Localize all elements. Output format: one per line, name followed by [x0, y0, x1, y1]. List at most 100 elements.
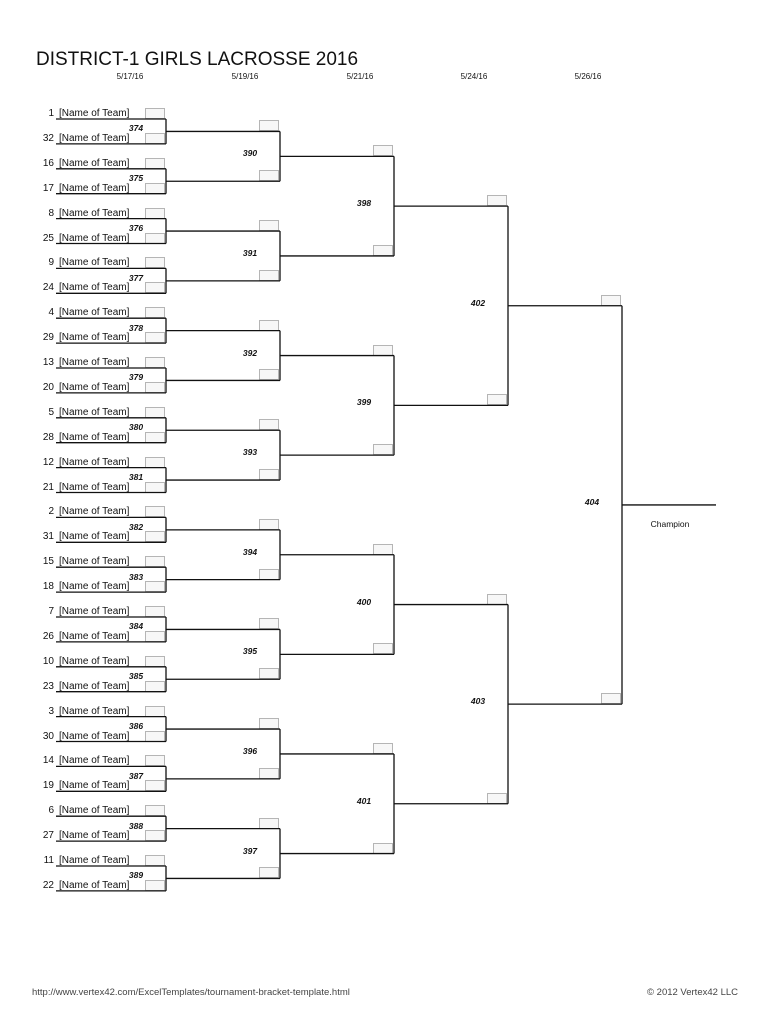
- game-number: 391: [242, 247, 258, 258]
- footer-copyright: © 2012 Vertex42 LLC: [647, 987, 738, 998]
- game-number: 375: [128, 173, 144, 184]
- team-name[interactable]: [Name of Team]: [59, 780, 130, 792]
- team-name[interactable]: [Name of Team]: [59, 257, 130, 269]
- page-title: DISTRICT-1 GIRLS LACROSSE 2016: [36, 49, 359, 70]
- game-number: 395: [242, 646, 258, 657]
- team-seed: 5: [48, 406, 54, 418]
- team-seed: 15: [42, 556, 54, 568]
- team-seed: 8: [48, 207, 54, 219]
- team-name[interactable]: [Name of Team]: [59, 606, 130, 617]
- game-number: 403: [470, 696, 486, 707]
- round-date: 5/24/16: [460, 72, 488, 81]
- champion-label: Champion: [650, 519, 690, 529]
- game-number: 377: [128, 272, 144, 283]
- team-seed: 1: [48, 108, 54, 119]
- game-number: 401: [356, 795, 372, 806]
- team-name[interactable]: [Name of Team]: [59, 481, 130, 493]
- team-seed: 28: [42, 431, 54, 443]
- team-name[interactable]: [Name of Team]: [59, 630, 130, 642]
- team-seed: 6: [48, 805, 54, 817]
- game-number: 376: [128, 223, 144, 234]
- team-name[interactable]: [Name of Team]: [59, 655, 130, 667]
- team-seed: 31: [42, 531, 54, 543]
- team-name[interactable]: [Name of Team]: [59, 879, 130, 891]
- team-name[interactable]: [Name of Team]: [59, 108, 130, 119]
- game-number: 393: [242, 447, 258, 458]
- team-seed: 27: [42, 830, 54, 842]
- team-seed: 13: [42, 357, 54, 368]
- team-seed: 19: [42, 780, 54, 792]
- team-name[interactable]: [Name of Team]: [59, 680, 130, 692]
- game-number: 383: [128, 571, 144, 582]
- team-name[interactable]: [Name of Team]: [59, 730, 130, 742]
- team-name[interactable]: [Name of Team]: [59, 805, 130, 817]
- team-name[interactable]: [Name of Team]: [59, 282, 130, 294]
- team-seed: 24: [42, 282, 54, 294]
- game-number: 392: [242, 347, 258, 358]
- game-number: 388: [128, 820, 144, 831]
- game-number: 404: [584, 496, 600, 507]
- team-name[interactable]: [Name of Team]: [59, 431, 130, 443]
- team-name[interactable]: [Name of Team]: [59, 132, 130, 144]
- game-number: 399: [356, 397, 372, 408]
- game-number: 378: [128, 322, 144, 333]
- team-name[interactable]: [Name of Team]: [59, 232, 130, 244]
- team-name[interactable]: [Name of Team]: [59, 207, 130, 219]
- game-number: 374: [128, 123, 144, 134]
- team-seed: 12: [42, 456, 54, 468]
- game-number: 400: [356, 596, 372, 607]
- team-seed: 17: [42, 182, 54, 194]
- team-name[interactable]: [Name of Team]: [59, 755, 130, 767]
- team-name[interactable]: [Name of Team]: [59, 830, 130, 842]
- team-name[interactable]: [Name of Team]: [59, 406, 130, 418]
- team-name[interactable]: [Name of Team]: [59, 157, 130, 169]
- team-name[interactable]: [Name of Team]: [59, 332, 130, 344]
- team-seed: 7: [48, 606, 54, 617]
- round-date: 5/21/16: [346, 72, 374, 81]
- team-name[interactable]: [Name of Team]: [59, 581, 130, 593]
- game-number: 396: [242, 745, 258, 756]
- team-seed: 10: [42, 655, 54, 667]
- game-number: 394: [242, 546, 258, 557]
- game-number: 386: [128, 721, 144, 732]
- round-date: 5/17/16: [116, 72, 144, 81]
- team-seed: 20: [42, 381, 54, 393]
- team-seed: 30: [42, 730, 54, 742]
- team-seed: 25: [42, 232, 54, 244]
- game-number: 381: [128, 472, 144, 483]
- team-name[interactable]: [Name of Team]: [59, 381, 130, 393]
- team-name[interactable]: [Name of Team]: [59, 556, 130, 568]
- game-number: 389: [128, 870, 144, 881]
- team-seed: 3: [48, 705, 54, 717]
- team-seed: 16: [42, 157, 54, 169]
- team-seed: 2: [48, 506, 54, 518]
- team-seed: 11: [43, 855, 54, 866]
- game-number: 379: [128, 372, 144, 383]
- round-date: 5/26/16: [574, 72, 602, 81]
- team-name[interactable]: [Name of Team]: [59, 506, 130, 518]
- team-seed: 22: [42, 879, 54, 891]
- team-seed: 29: [42, 332, 54, 344]
- team-name[interactable]: [Name of Team]: [59, 531, 130, 543]
- round-date: 5/19/16: [231, 72, 259, 81]
- team-name[interactable]: [Name of Team]: [59, 182, 130, 194]
- game-number: 402: [470, 297, 486, 308]
- game-number: 390: [242, 148, 258, 159]
- footer-url[interactable]: http://www.vertex42.com/ExcelTemplates/t…: [32, 987, 350, 998]
- game-number: 384: [128, 621, 144, 632]
- team-seed: 9: [48, 257, 54, 269]
- team-name[interactable]: [Name of Team]: [59, 357, 130, 368]
- game-number: 387: [128, 770, 144, 781]
- team-seed: 32: [42, 132, 54, 144]
- team-name[interactable]: [Name of Team]: [59, 855, 130, 866]
- game-number: 380: [128, 422, 144, 433]
- team-seed: 4: [48, 307, 54, 319]
- game-number: 397: [242, 845, 258, 856]
- team-name[interactable]: [Name of Team]: [59, 705, 130, 717]
- team-seed: 26: [42, 630, 54, 642]
- game-number: 398: [356, 198, 372, 209]
- team-name[interactable]: [Name of Team]: [59, 456, 130, 468]
- team-seed: 14: [42, 755, 54, 767]
- team-name[interactable]: [Name of Team]: [59, 307, 130, 319]
